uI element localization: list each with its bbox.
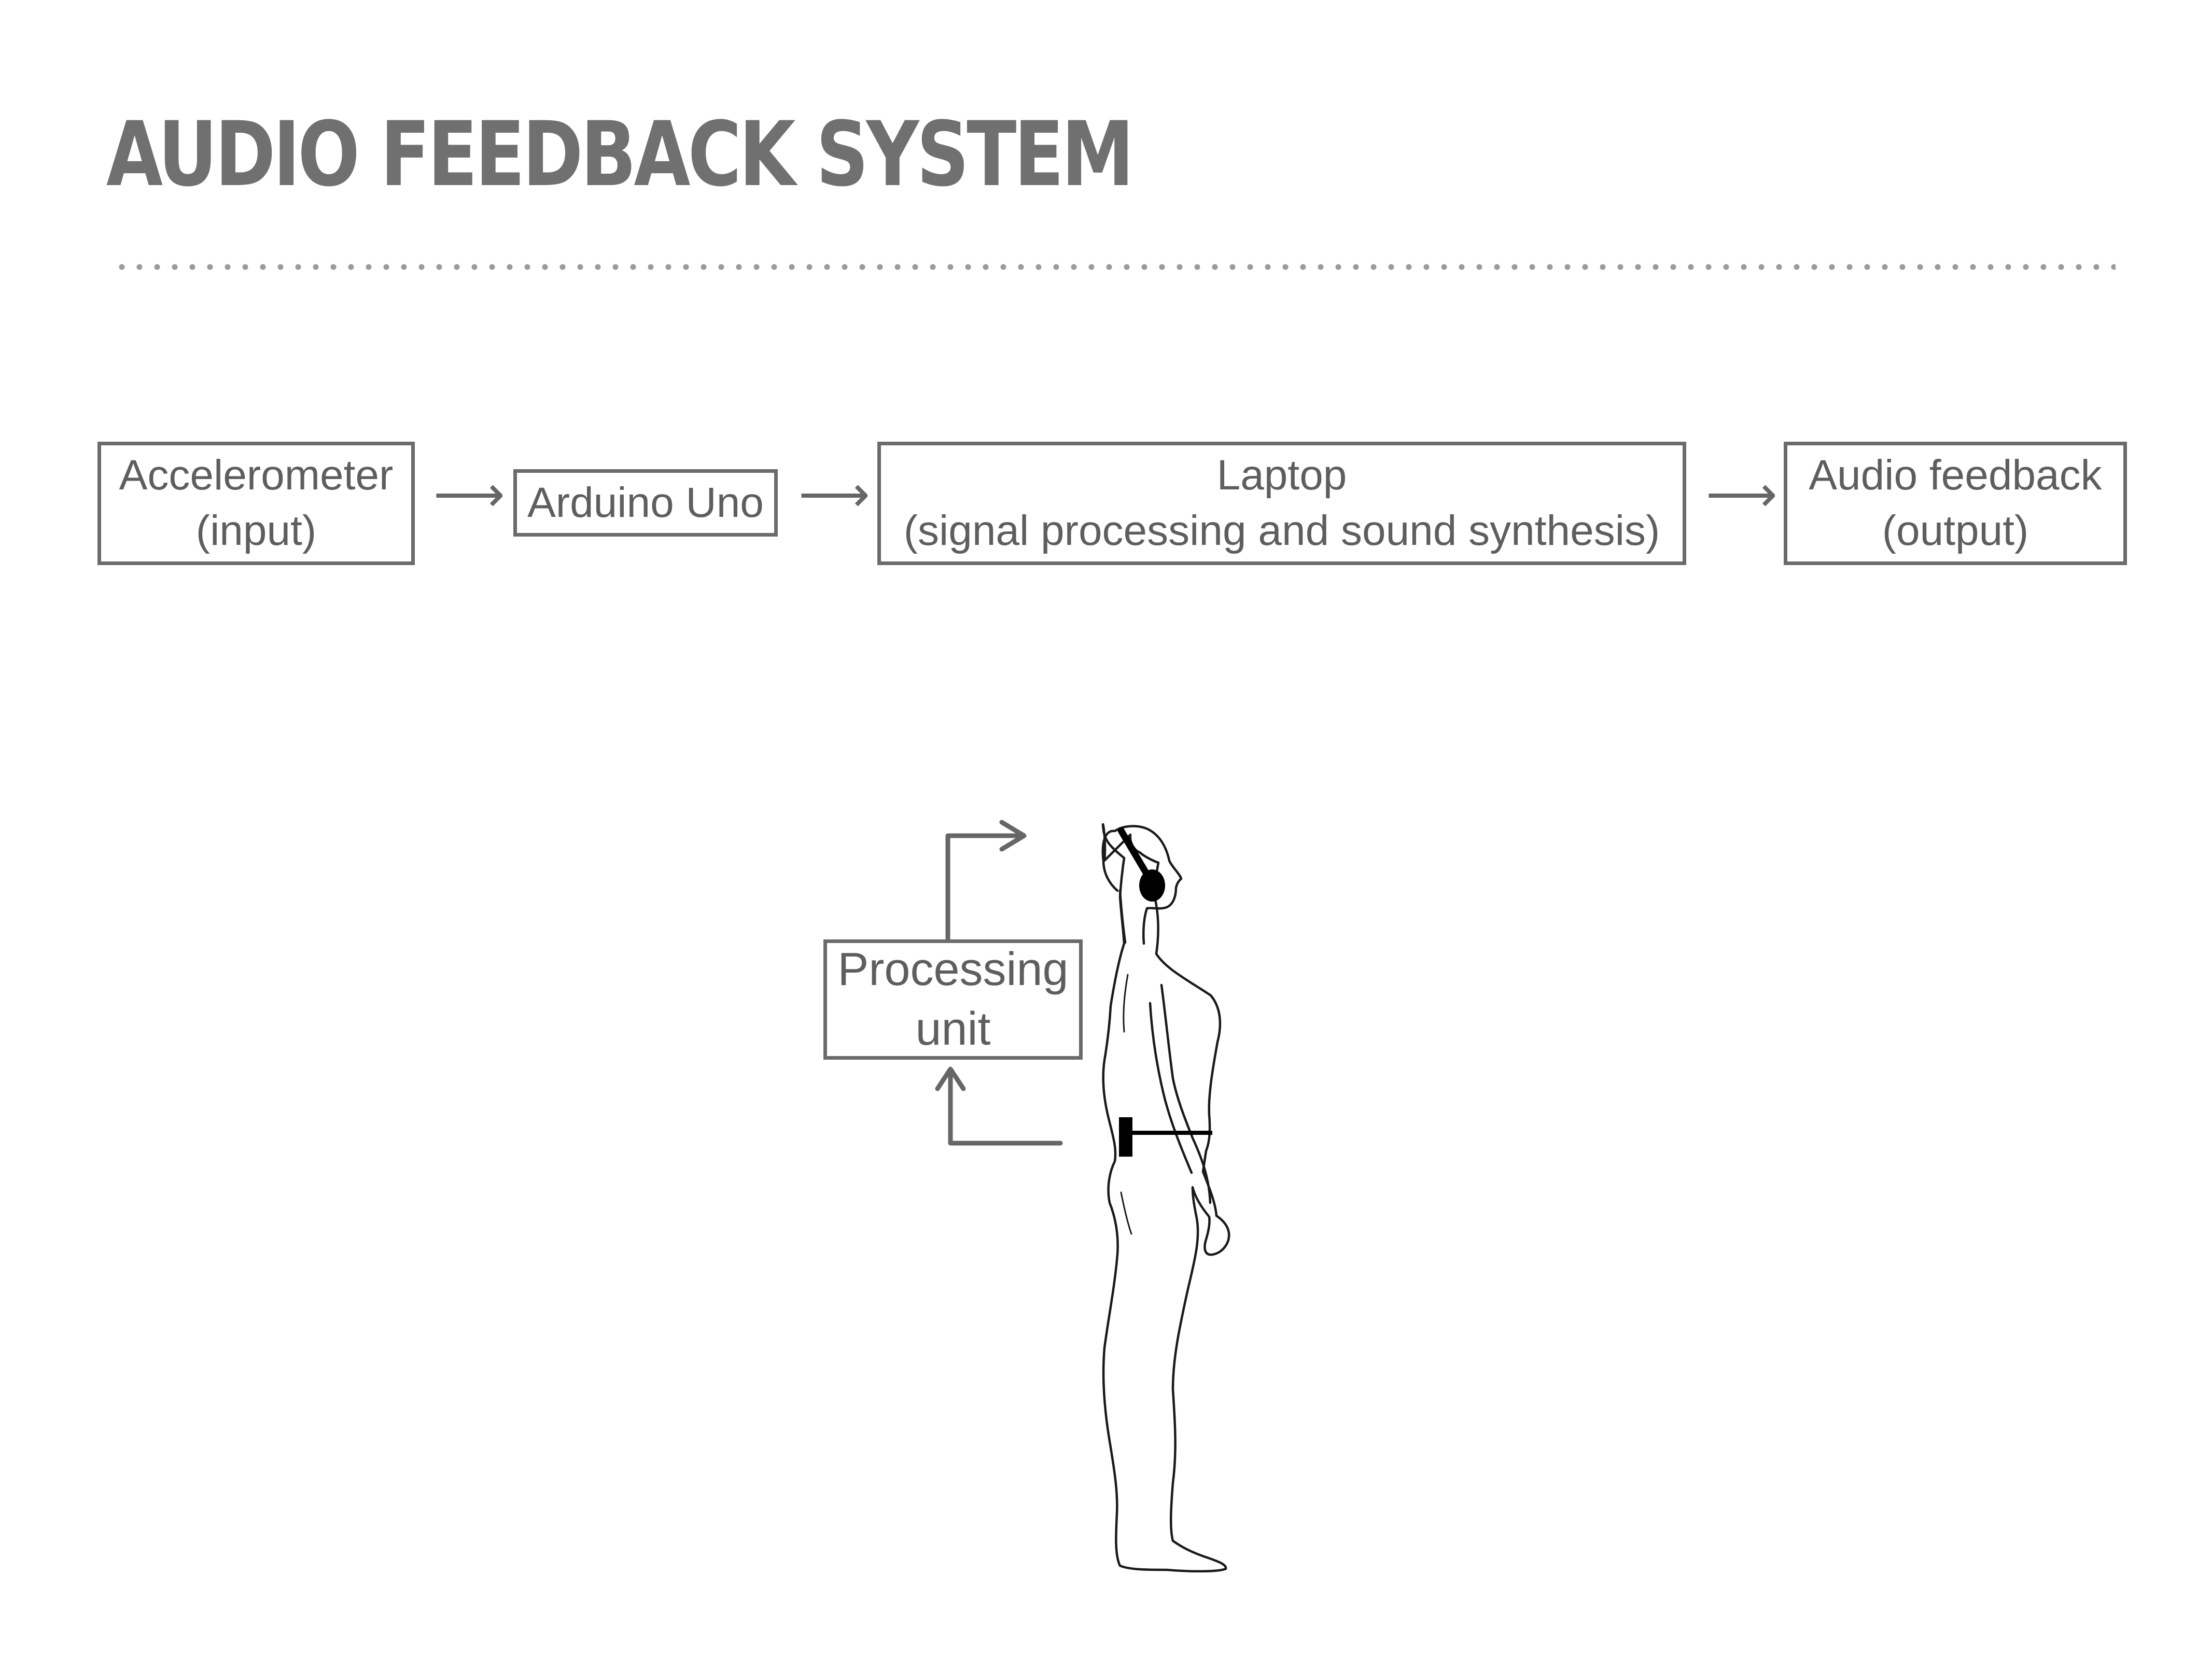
flow-arrow-1: ⟶ [433, 465, 505, 523]
page-title: AUDIO FEEDBACK SYSTEM [106, 102, 1134, 206]
flow-arrow-2: ⟶ [799, 465, 870, 523]
processing-unit-label: Processing [837, 943, 1069, 995]
figure-arm [1160, 983, 1212, 1204]
arduino-box: Arduino Uno [513, 469, 778, 537]
audio-feedback-box: Audio feedback (output) [1784, 442, 2127, 565]
figure-head [1101, 825, 1183, 945]
processing-unit-box: Processing unit [823, 939, 1083, 1060]
processing-unit-sublabel: unit [915, 1003, 991, 1055]
sensor-to-processing-arrowhead [935, 1066, 966, 1091]
laptop-box: Laptop (signal processing and sound synt… [877, 442, 1686, 565]
sensor-to-processing-arrow [948, 1070, 1063, 1146]
figure-back-line [1123, 974, 1129, 1033]
sensor-belt-icon [1119, 1117, 1212, 1157]
figure-body-outline [1101, 823, 1230, 1573]
human-figure-icon [1101, 823, 1230, 1573]
figure-neck-back [1118, 889, 1127, 944]
accelerometer-sublabel: (input) [195, 507, 317, 554]
figure-arm-inner [1149, 1002, 1193, 1174]
title-divider [113, 263, 2116, 271]
headphones-icon [1117, 827, 1165, 902]
processing-to-headphones-arrowhead [999, 820, 1027, 852]
arduino-label: Arduino Uno [527, 479, 764, 526]
laptop-label: Laptop [1216, 452, 1347, 499]
audio-feedback-sublabel: (output) [1882, 507, 2029, 554]
processing-to-headphones-arrow [945, 833, 1024, 942]
audio-feedback-label: Audio feedback [1809, 452, 2102, 499]
accelerometer-label: Accelerometer [119, 452, 394, 499]
figure-hip-line [1120, 1191, 1132, 1235]
feedback-loop [935, 820, 1063, 1146]
accelerometer-box: Accelerometer (input) [97, 442, 415, 565]
laptop-sublabel: (signal processing and sound synthesis) [903, 507, 1660, 554]
flow-arrow-3: ⟶ [1706, 465, 1777, 523]
